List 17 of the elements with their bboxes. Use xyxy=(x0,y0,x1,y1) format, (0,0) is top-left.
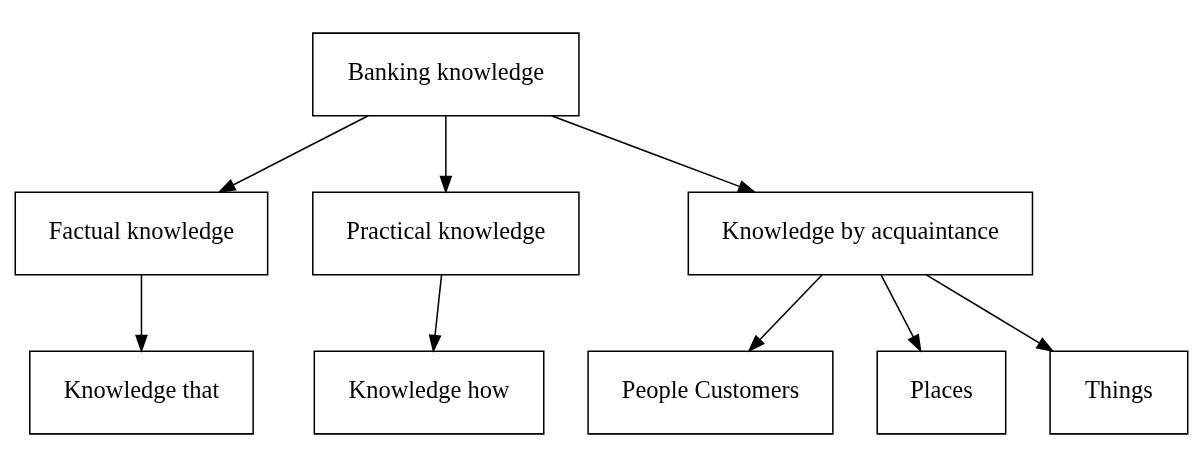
arrow xyxy=(925,273,1055,352)
node-box: Knowledge by acquaintance xyxy=(687,190,1034,276)
node-box: Factual knowledge xyxy=(14,190,269,276)
arrow xyxy=(747,273,823,352)
arrow xyxy=(217,114,370,193)
arrow xyxy=(439,114,453,194)
node-box: Things xyxy=(1049,350,1189,435)
arrow xyxy=(550,114,757,193)
arrow xyxy=(880,273,922,353)
arrow xyxy=(428,273,443,353)
arrow xyxy=(135,273,148,353)
node-box: People Customers xyxy=(587,350,834,435)
node-box: Practical knowledge xyxy=(312,190,580,276)
node-box: Places xyxy=(876,350,1007,435)
node-box: Knowledge that xyxy=(29,350,254,435)
node-box: Banking knowledge xyxy=(312,31,580,116)
node-box: Knowledge how xyxy=(313,350,545,435)
